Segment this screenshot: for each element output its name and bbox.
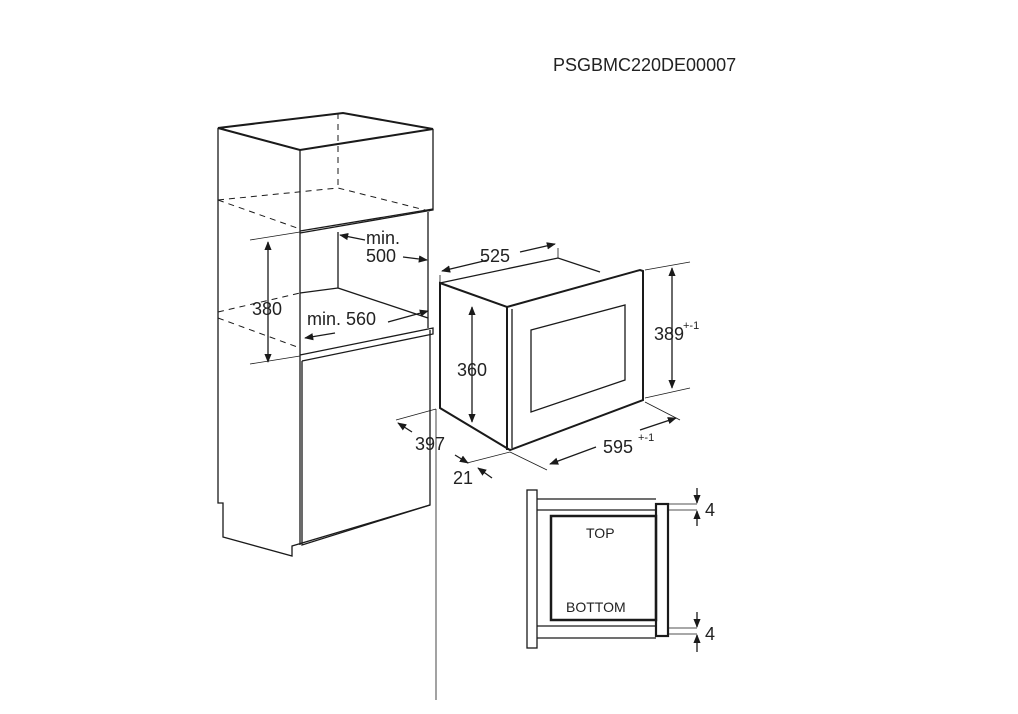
depth-arrow <box>441 259 489 273</box>
niche-depth-value: 500 <box>366 246 396 266</box>
niche-depth-label: min. <box>366 228 400 248</box>
width-tolerance: +-1 <box>638 432 654 444</box>
extension-lines <box>439 248 559 283</box>
niche-floor-edge <box>299 287 339 294</box>
height-body-label: 360 <box>457 360 487 380</box>
niche-width-label: min. 560 <box>307 309 376 329</box>
niche-width-arrow <box>304 332 336 341</box>
detail-post <box>526 489 538 649</box>
microwave-window <box>530 304 626 413</box>
niche-depth-arrow <box>402 255 428 263</box>
detail-bottom-label: BOTTOM <box>566 599 626 615</box>
niche-top-edge <box>299 208 434 232</box>
frame-depth-arrow <box>477 467 493 479</box>
side-depth-label: 397 <box>415 434 445 454</box>
detail-front-frame <box>654 502 670 638</box>
extension-lines <box>395 408 511 700</box>
cabinet-top <box>217 111 434 152</box>
top-gap-label: 4 <box>705 500 715 520</box>
width-label: 595 <box>603 437 633 457</box>
niche-depth-arrow <box>339 233 366 241</box>
microwave-top-back <box>439 257 601 284</box>
hidden-edges <box>217 113 434 349</box>
niche-shelf <box>299 327 434 362</box>
cabinet-outline <box>217 128 431 557</box>
cabinet <box>217 111 434 557</box>
frame-depth-arrow <box>454 454 469 464</box>
niche-width-arrow <box>387 309 429 323</box>
bottom-gap-label: 4 <box>705 624 715 644</box>
depth-arrow <box>519 242 556 253</box>
width-arrow <box>549 446 597 465</box>
niche-height-label: 380 <box>252 299 282 319</box>
detail-top-label: TOP <box>586 525 615 541</box>
mounting-detail <box>526 488 701 652</box>
extension-lines <box>668 503 697 635</box>
document-code: PSGBMC220DE00007 <box>553 55 736 75</box>
cabinet-upper-panel <box>299 129 434 234</box>
extension-lines <box>249 231 301 365</box>
microwave-body <box>439 268 644 452</box>
side-depth-arrow <box>397 422 413 433</box>
height-outer-label: 389 <box>654 324 684 344</box>
extension-lines <box>509 261 691 471</box>
detail-rails <box>537 498 656 639</box>
height-outer-tolerance: +-1 <box>683 320 699 332</box>
frame-depth-label: 21 <box>453 468 473 488</box>
width-arrow <box>639 417 677 431</box>
depth-label: 525 <box>480 246 510 266</box>
microwave <box>395 242 691 700</box>
cabinet-lower-door <box>301 361 431 546</box>
